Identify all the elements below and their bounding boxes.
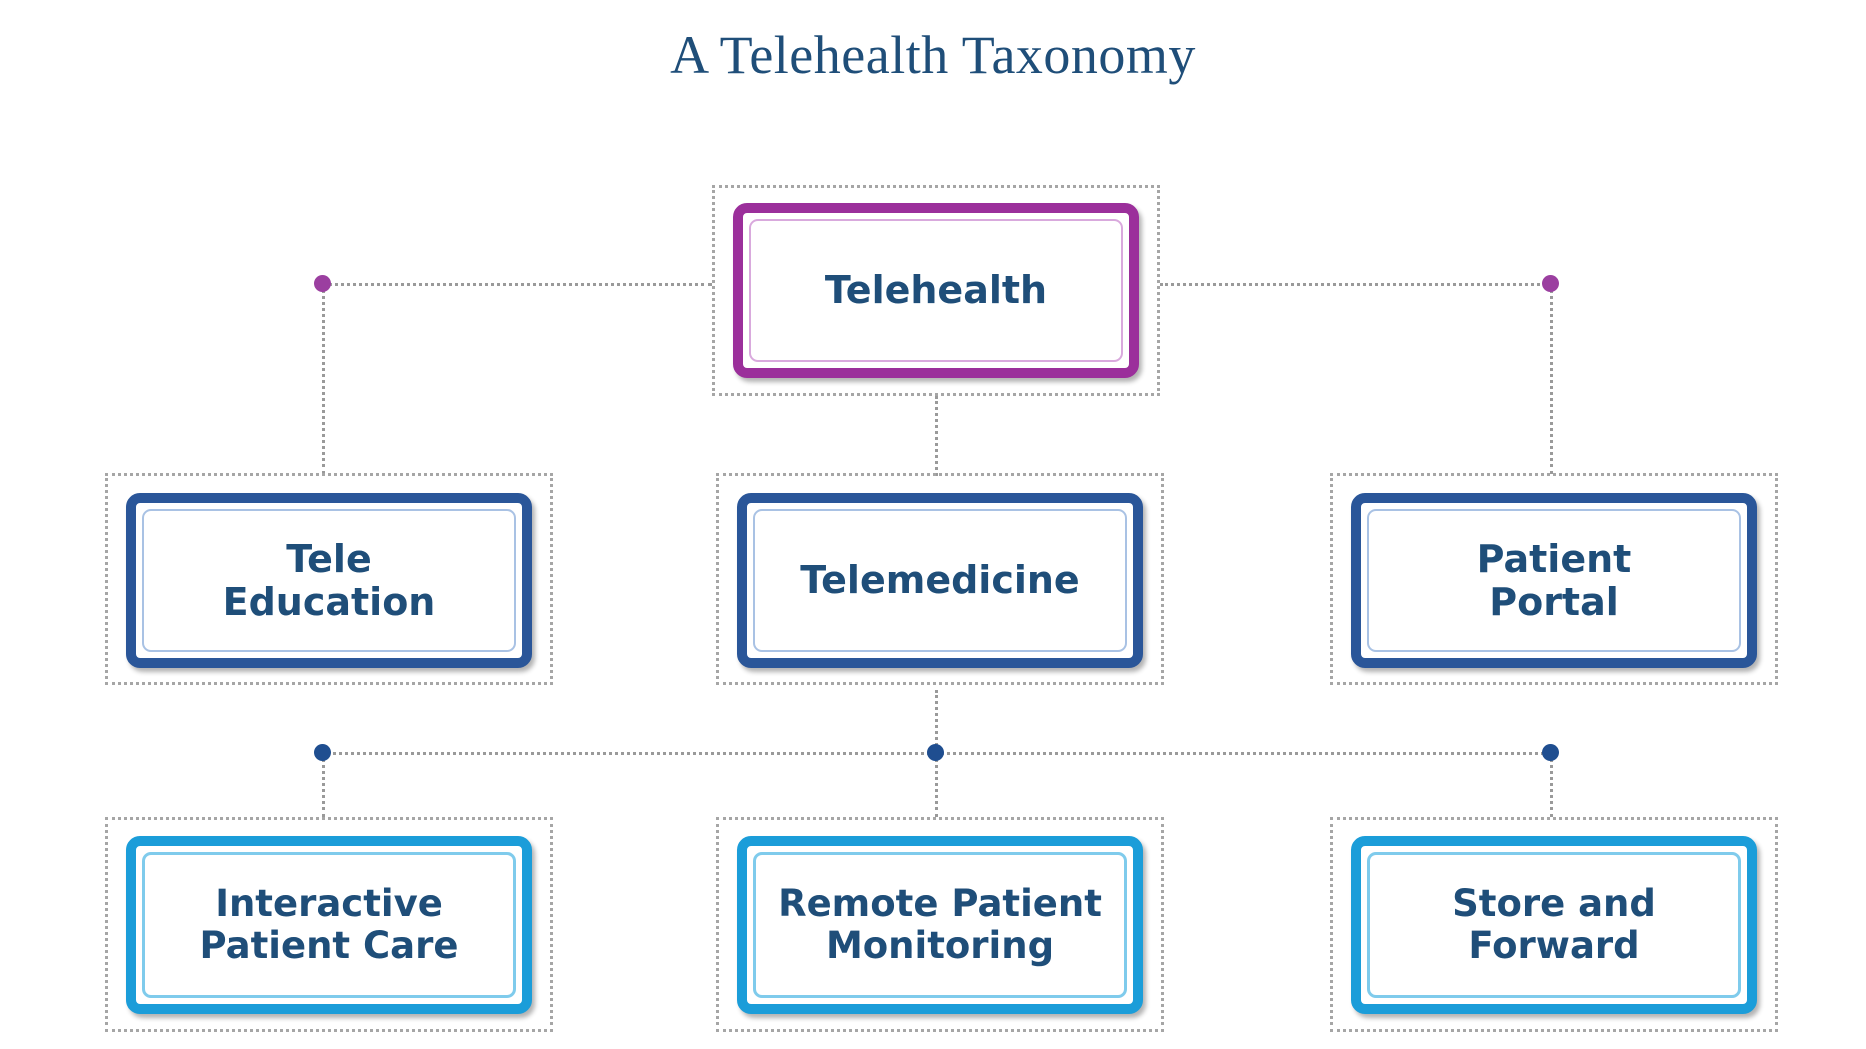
junction-dot-left-telemedicine xyxy=(314,744,331,761)
node-store-and-forward[interactable]: Store and Forward xyxy=(1351,836,1757,1014)
junction-dot-left-root xyxy=(314,275,331,292)
junction-dot-right-root xyxy=(1542,275,1559,292)
node-remote-patient-monitoring[interactable]: Remote Patient Monitoring xyxy=(737,836,1143,1014)
connector-root-to-left xyxy=(322,283,712,286)
node-slot-store-and-forward xyxy=(1330,817,1778,1032)
node-interactive-patient-care-label: Interactive Patient Care xyxy=(199,882,459,967)
junction-dot-center-telemedicine xyxy=(927,744,944,761)
node-telehealth-inner: Telehealth xyxy=(749,219,1123,362)
node-store-and-forward-inner: Store and Forward xyxy=(1367,852,1741,998)
node-slot-telehealth xyxy=(712,185,1160,396)
junction-dot-right-telemedicine xyxy=(1542,744,1559,761)
node-slot-remote-patient-monitoring xyxy=(716,817,1164,1032)
node-tele-education-inner: Tele Education xyxy=(142,509,516,652)
connector-down-interactive-patient-care xyxy=(322,752,325,817)
connector-level3-bus-right xyxy=(935,752,1550,755)
node-remote-patient-monitoring-inner: Remote Patient Monitoring xyxy=(753,852,1127,998)
connector-telemedicine-stub xyxy=(935,690,938,752)
node-telehealth-label: Telehealth xyxy=(824,268,1048,313)
node-slot-telemedicine xyxy=(716,473,1164,685)
node-slot-interactive-patient-care xyxy=(105,817,553,1032)
connector-root-to-right xyxy=(1160,283,1552,286)
node-patient-portal-label: Patient Portal xyxy=(1476,536,1632,624)
node-slot-tele-education xyxy=(105,473,553,685)
node-slot-patient-portal xyxy=(1330,473,1778,685)
connector-root-to-telemedicine xyxy=(935,396,938,476)
node-remote-patient-monitoring-label: Remote Patient Monitoring xyxy=(778,882,1102,967)
node-telemedicine-inner: Telemedicine xyxy=(753,509,1127,652)
node-tele-education-label: Tele Education xyxy=(222,536,436,624)
node-telemedicine[interactable]: Telemedicine xyxy=(737,493,1143,668)
page-title: A Telehealth Taxonomy xyxy=(670,25,1196,85)
node-patient-portal-inner: Patient Portal xyxy=(1367,509,1741,652)
node-tele-education[interactable]: Tele Education xyxy=(126,493,532,668)
node-telemedicine-label: Telemedicine xyxy=(800,558,1080,603)
node-telehealth[interactable]: Telehealth xyxy=(733,203,1139,378)
connector-level3-bus-left xyxy=(322,752,936,755)
node-patient-portal[interactable]: Patient Portal xyxy=(1351,493,1757,668)
connector-down-remote-patient-monitoring xyxy=(935,752,938,817)
node-interactive-patient-care-inner: Interactive Patient Care xyxy=(142,852,516,998)
connector-down-store-and-forward xyxy=(1550,752,1553,817)
connector-down-tele-education xyxy=(322,283,325,474)
node-store-and-forward-label: Store and Forward xyxy=(1452,882,1656,967)
node-interactive-patient-care[interactable]: Interactive Patient Care xyxy=(126,836,532,1014)
connector-down-patient-portal xyxy=(1550,283,1553,474)
